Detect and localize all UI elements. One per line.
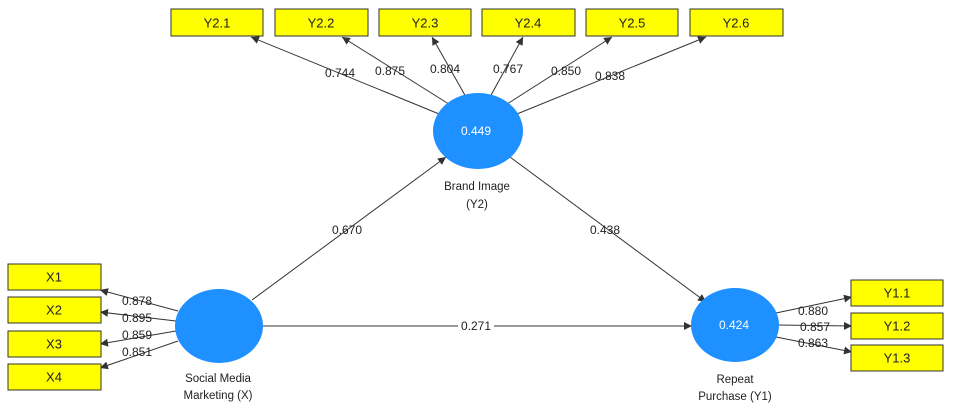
indicator-x4-box: [7, 363, 102, 391]
loading-y2-5: 0.850: [551, 64, 581, 78]
y1-loadings: 0.880 0.857 0.863: [798, 304, 830, 350]
construct-repeat-purchase[interactable]: 0.424 Repeat Purchase (Y1): [691, 288, 779, 403]
indicator-y2-6-box: [689, 8, 784, 37]
indicator-y2-2-label: Y2.2: [308, 16, 335, 31]
coef-x-to-y2: 0.670: [332, 223, 362, 237]
construct-x-name-line2: Marketing (X): [183, 390, 252, 402]
indicator-x3-box: [7, 330, 102, 358]
indicator-x1-box: [7, 263, 102, 291]
y2-loadings: 0.744 0.875 0.804 0.767 0.850 0.838: [325, 62, 625, 83]
construct-y2-name-line2: (Y2): [466, 199, 488, 211]
loading-y2-4: 0.767: [493, 62, 523, 76]
edge-y2-to-y2-4: [489, 36, 524, 98]
edge-y2-to-y2-2: [341, 36, 453, 107]
indicator-x2-box: [7, 296, 102, 324]
indicator-y2-1-box: [170, 8, 264, 37]
indicator-x3-label: X3: [46, 337, 62, 352]
indicator-y2-2[interactable]: Y2.2: [274, 8, 369, 37]
edge-y2-to-y2-1: [250, 36, 445, 117]
indicator-x2-label: X2: [46, 303, 62, 318]
indicator-y2-1[interactable]: Y2.1: [170, 8, 264, 37]
indicator-y1-3-box: [850, 344, 944, 372]
path-x-to-y2: [251, 156, 447, 301]
indicator-x4[interactable]: X4: [7, 363, 102, 391]
edge-y1-to-y1-1: [775, 294, 853, 314]
coef-x-to-y1: 0.271: [461, 319, 491, 333]
edge-y2-to-y2-5: [503, 36, 613, 107]
indicator-y2-4-box: [481, 8, 576, 37]
indicator-y2-3[interactable]: Y2.3: [378, 8, 472, 37]
indicator-x2[interactable]: X2: [7, 296, 102, 324]
construct-y1-name-line2: Purchase (Y1): [698, 391, 772, 403]
coef-x-to-y1-bg: [458, 319, 494, 333]
indicator-x1-label: X1: [46, 270, 62, 285]
indicator-y1-3[interactable]: Y1.3: [850, 344, 944, 372]
indicator-y2-2-box: [274, 8, 369, 37]
y2-indicator-edges: [250, 36, 707, 117]
edge-x-to-x1: [99, 288, 179, 312]
construct-brand-image[interactable]: 0.449 Brand Image (Y2): [433, 93, 523, 211]
loading-y2-3: 0.804: [430, 62, 460, 76]
indicator-y2-6[interactable]: Y2.6: [689, 8, 784, 37]
x-loadings: 0.878 0.895 0.859 0.851: [122, 294, 152, 359]
loading-y2-1: 0.744: [325, 66, 355, 80]
indicator-y2-3-box: [378, 8, 472, 37]
y1-indicators: Y1.1 Y1.2 Y1.3: [850, 279, 944, 372]
indicator-y1-1[interactable]: Y1.1: [850, 279, 944, 307]
construct-x-name-line1: Social Media: [185, 373, 251, 385]
x-indicator-edges: [99, 288, 179, 370]
edge-y1-to-y1-3: [775, 336, 853, 355]
indicator-y1-1-label: Y1.1: [884, 286, 911, 301]
loading-x3: 0.859: [122, 328, 152, 342]
edge-y1-to-y1-2: [777, 321, 853, 330]
indicator-x3[interactable]: X3: [7, 330, 102, 358]
indicator-y1-1-box: [850, 279, 944, 307]
loading-y1-3: 0.863: [798, 336, 828, 350]
loading-x1: 0.878: [122, 294, 152, 308]
indicator-y2-5-box: [585, 8, 679, 37]
construct-y2-circle: [433, 93, 523, 169]
y2-indicators: Y2.1 Y2.2 Y2.3 Y2.4 Y2.5 Y2.6: [170, 8, 784, 37]
indicator-y2-1-label: Y2.1: [204, 16, 231, 31]
indicator-y2-4[interactable]: Y2.4: [481, 8, 576, 37]
indicator-y2-5-label: Y2.5: [619, 16, 646, 31]
indicator-y2-6-label: Y2.6: [723, 16, 750, 31]
loading-y2-2: 0.875: [375, 64, 405, 78]
x-indicators: X1 X2 X3 X4: [7, 263, 102, 391]
path-y2-to-y1: [509, 156, 707, 303]
indicator-y2-4-label: Y2.4: [515, 16, 542, 31]
edge-x-to-x3: [99, 330, 177, 347]
construct-y2-name-line1: Brand Image: [444, 181, 510, 193]
loading-y1-2: 0.857: [800, 320, 830, 334]
y1-indicator-edges: [775, 294, 853, 355]
indicator-y1-2[interactable]: Y1.2: [850, 312, 944, 340]
construct-x-circle: [175, 289, 263, 363]
coef-y2-to-y1: 0.438: [590, 223, 620, 237]
construct-y1-name-line1: Repeat: [716, 374, 754, 386]
indicator-y1-2-box: [850, 312, 944, 340]
loading-y2-6: 0.838: [595, 69, 625, 83]
path-coefficients: 0.670 0.438 0.271: [332, 223, 620, 333]
loading-x4: 0.851: [122, 345, 152, 359]
indicator-y1-2-label: Y1.2: [884, 319, 911, 334]
edge-x-to-x2: [99, 308, 177, 322]
indicator-x1[interactable]: X1: [7, 263, 102, 291]
indicator-x4-label: X4: [46, 370, 62, 385]
edge-x-to-x4: [99, 340, 179, 370]
edge-y2-to-y2-6: [511, 36, 707, 117]
indicator-y2-5[interactable]: Y2.5: [585, 8, 679, 37]
edge-y2-to-y2-3: [431, 36, 467, 98]
construct-y2-r2: 0.449: [461, 124, 491, 138]
loading-x2: 0.895: [122, 311, 152, 325]
construct-y1-circle: [691, 288, 779, 362]
indicator-y1-3-label: Y1.3: [884, 351, 911, 366]
indicator-y2-3-label: Y2.3: [412, 16, 439, 31]
construct-social-media-marketing[interactable]: Social Media Marketing (X): [175, 289, 263, 402]
construct-y1-r2: 0.424: [719, 318, 749, 332]
loading-y1-1: 0.880: [798, 304, 828, 318]
